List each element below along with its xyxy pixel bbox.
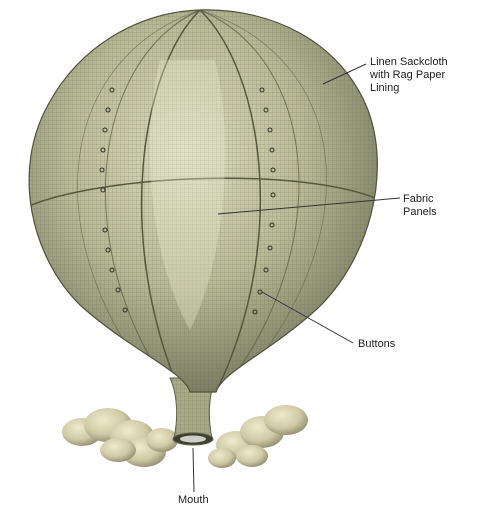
linen-label-line-1: Linen Sackcloth	[370, 56, 448, 69]
fabric-label-line-1: Fabric	[403, 193, 437, 206]
fabric-label-line-2: Panels	[403, 206, 437, 219]
fabric-panels-label: Fabric Panels	[403, 193, 437, 219]
linen-label-line-2: with Rag Paper	[370, 69, 448, 82]
buttons-label-text: Buttons	[358, 338, 395, 351]
envelope	[0, 0, 400, 400]
mouth-label-text: Mouth	[178, 494, 209, 507]
linen-sackcloth-label: Linen Sackcloth with Rag Paper Lining	[370, 56, 448, 95]
mouth-label: Mouth	[178, 494, 209, 507]
linen-label-line-3: Lining	[370, 82, 448, 95]
buttons-label: Buttons	[358, 338, 395, 351]
